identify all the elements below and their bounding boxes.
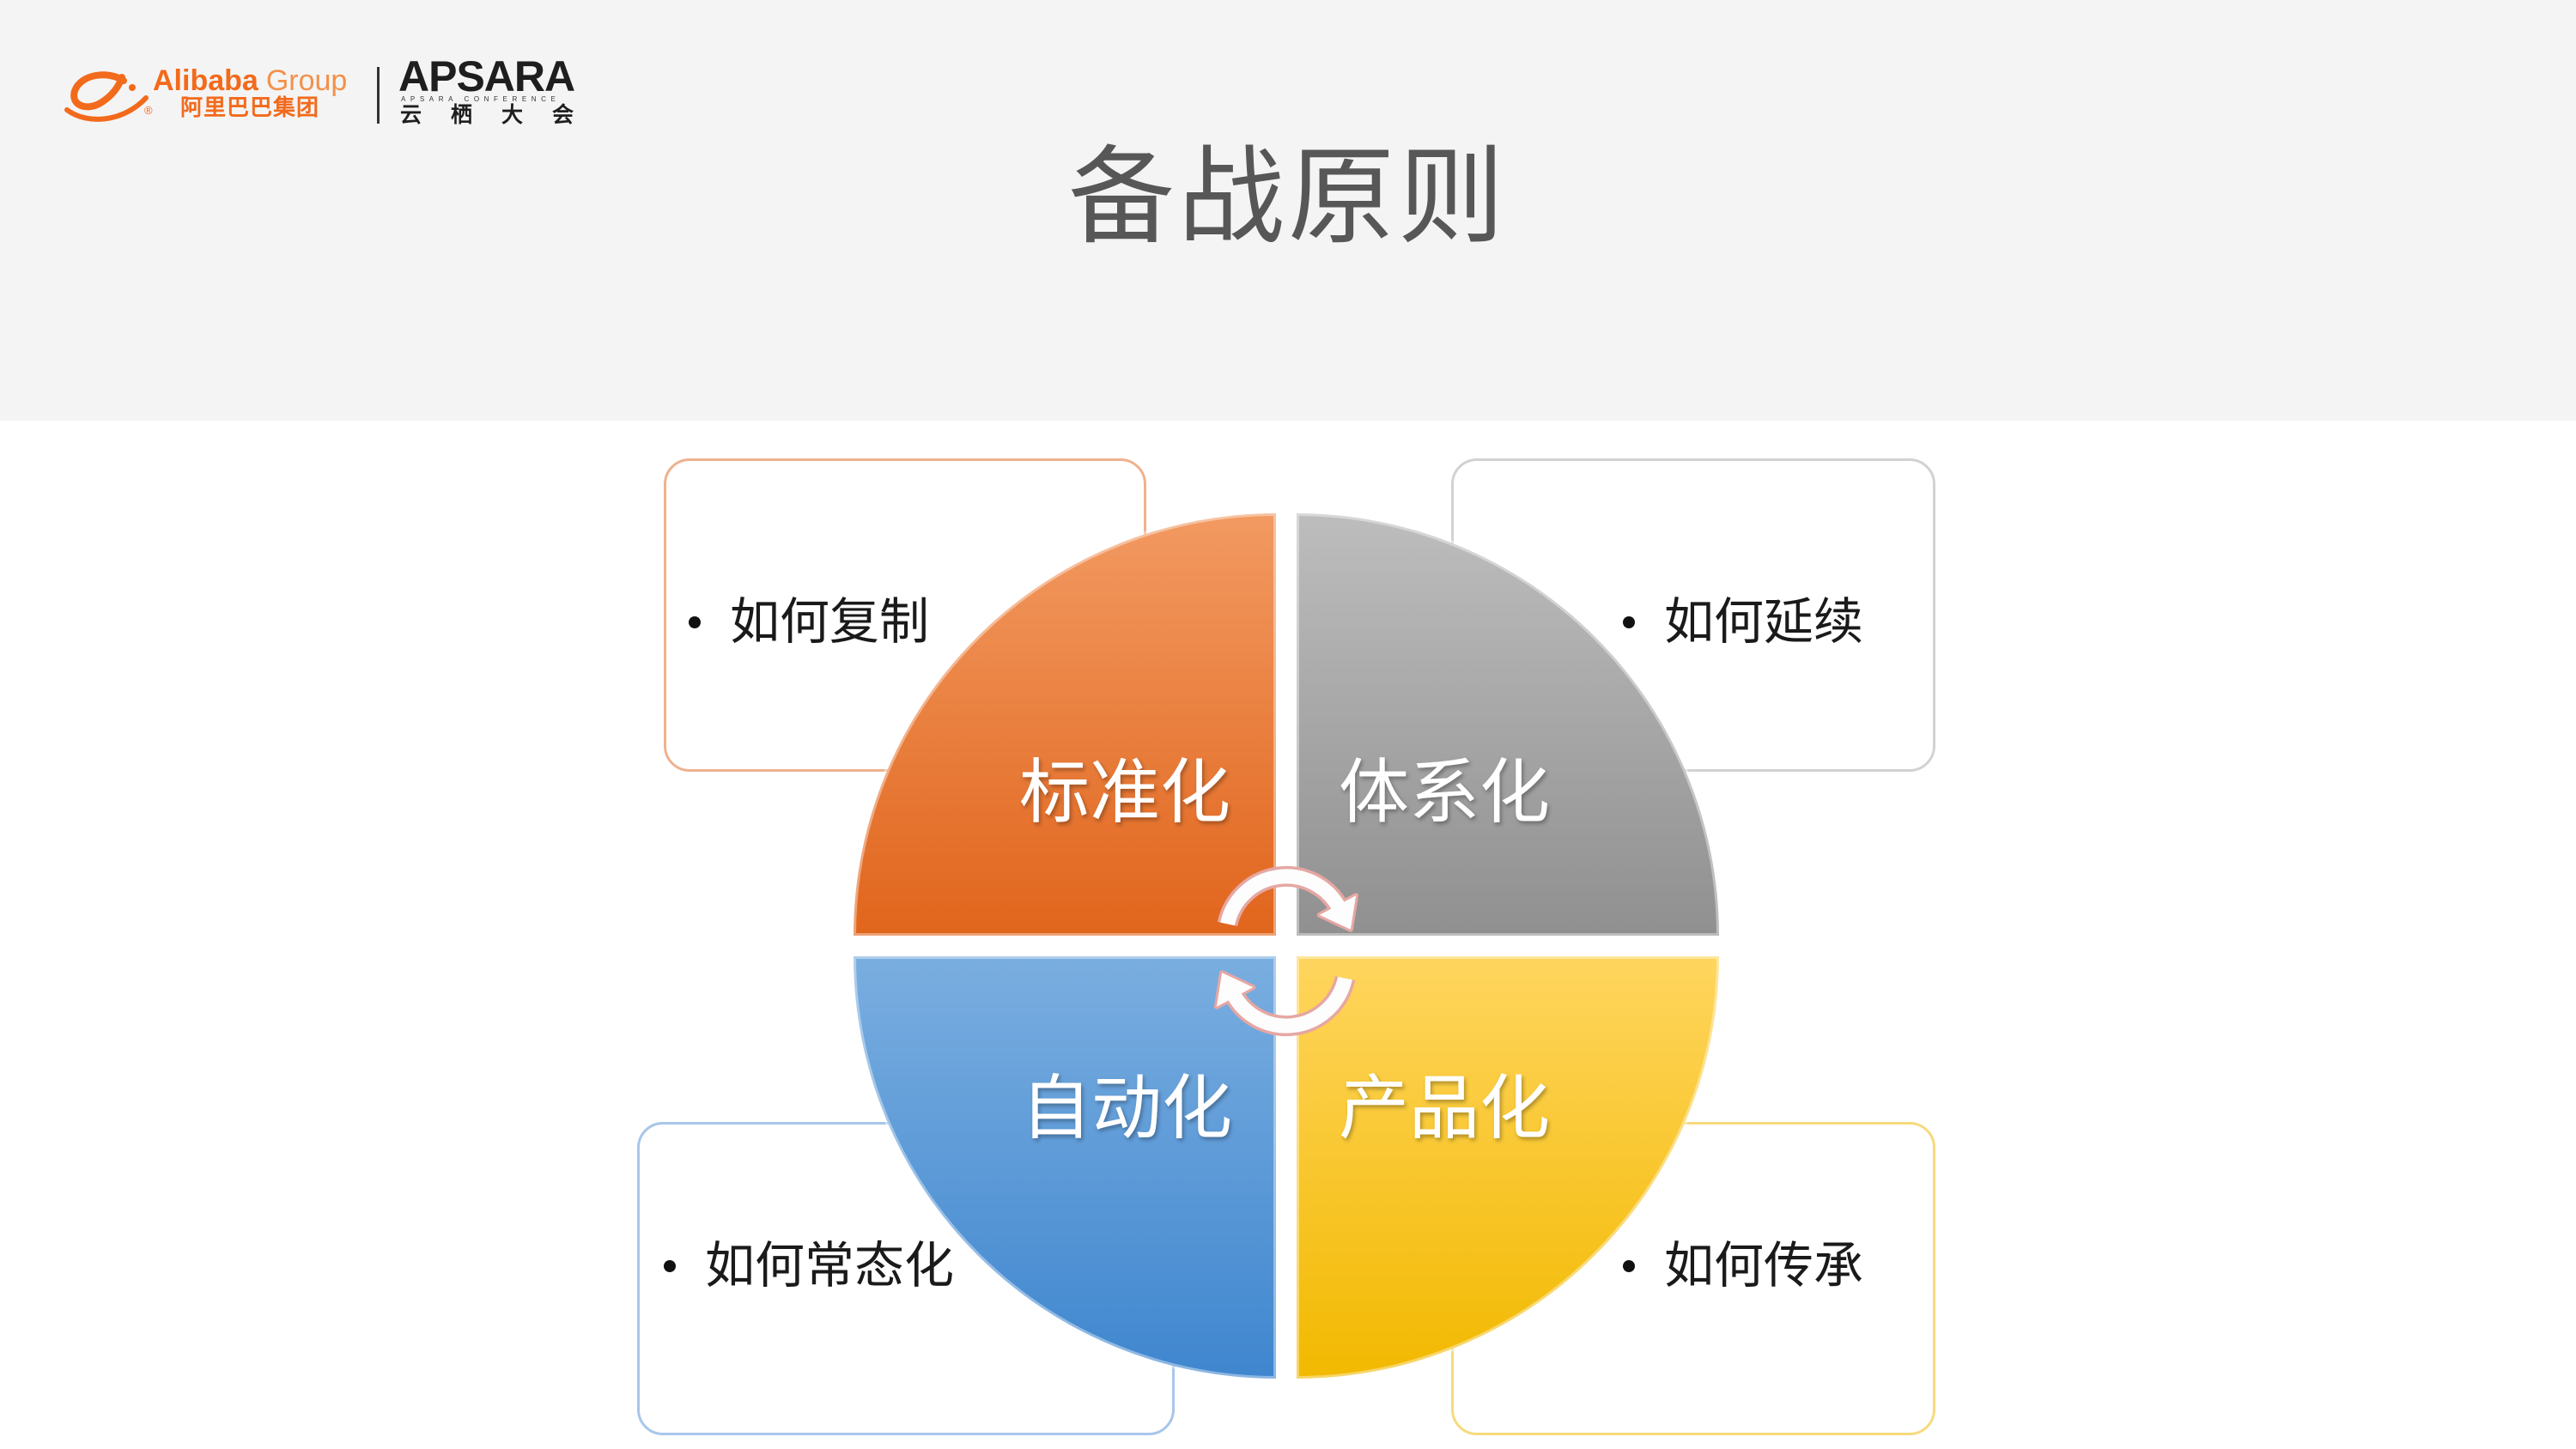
bullet-marker: [664, 1260, 676, 1272]
cycle-arrow-bottom: [1213, 970, 1356, 1037]
list-item: 如何常态化: [664, 1239, 954, 1294]
registered-mark: ®: [144, 104, 153, 117]
question-box-productization: 如何传承: [1451, 1122, 1935, 1435]
bullet-marker: [1623, 616, 1635, 628]
circular-arrows-icon: [1213, 865, 1359, 1037]
cycle-arrow-top: [1217, 865, 1359, 932]
bullet-text: 如何传承: [1664, 1238, 1864, 1294]
list-item: 如何延续: [1623, 595, 1863, 650]
question-box-systematization: 如何延续: [1451, 458, 1935, 772]
apsara-chinese-name: 云栖大会: [400, 103, 604, 127]
apsara-wordmark: APSARA: [398, 52, 575, 100]
bullet-text: 如何复制: [730, 594, 930, 650]
question-box-automation: 如何常态化: [637, 1122, 1175, 1435]
list-item: 如何复制: [689, 595, 929, 650]
list-item: 如何传承: [1623, 1239, 1863, 1294]
bullet-marker: [689, 616, 701, 628]
apsara-tagline: APSARA CONFERENCE: [401, 95, 561, 103]
alibaba-wordmark-group: Group: [265, 64, 348, 97]
bullet-text: 如何延续: [1664, 594, 1864, 650]
logo-divider: [377, 67, 380, 124]
alibaba-logo-icon: [64, 71, 149, 122]
header-band: [0, 0, 2576, 421]
bullet-text: 如何常态化: [705, 1238, 955, 1294]
question-box-standardization: 如何复制: [664, 458, 1146, 772]
alibaba-chinese-name: 阿里巴巴集团: [180, 94, 320, 120]
bullet-marker: [1623, 1260, 1635, 1272]
page-title: 备战原则: [1067, 138, 1508, 257]
alibaba-wordmark-name: Alibaba: [153, 64, 258, 97]
